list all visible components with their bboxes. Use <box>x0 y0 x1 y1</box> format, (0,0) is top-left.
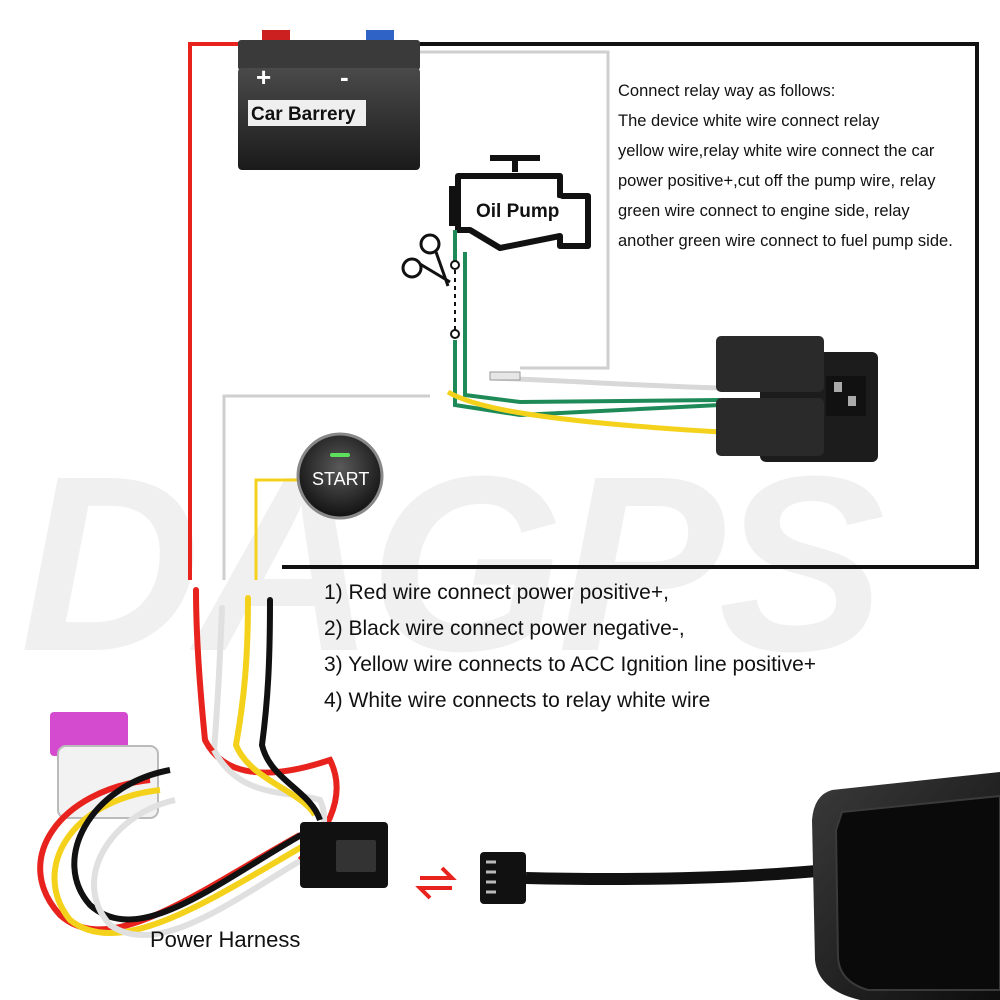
relay-white-wire-tip <box>489 371 521 381</box>
relay-note-line: Connect relay way as follows: <box>618 82 836 100</box>
wire-instruction-item: 4) White wire connects to relay white wi… <box>324 689 711 712</box>
relay-socket <box>716 336 878 462</box>
red-power-line <box>188 42 260 580</box>
relay-yellow-wire <box>446 389 721 435</box>
plug-pins <box>486 860 496 894</box>
yellow-acc-line <box>254 478 300 580</box>
battery-plus: + <box>256 62 271 92</box>
start-label: START <box>312 469 369 489</box>
pump-badge <box>466 198 564 224</box>
green-engine-side-wire <box>463 252 721 405</box>
car-battery: + - Car Barrery <box>238 30 420 170</box>
battery-label: Car Barrery <box>251 104 356 125</box>
scissors-icon <box>401 233 451 287</box>
wire-instruction-item: 3) Yellow wire connects to ACC Ignition … <box>324 653 817 676</box>
power-harness-label: Power Harness <box>150 927 301 952</box>
relay-note-line: power positive+,cut off the pump wire, r… <box>618 172 936 190</box>
gps-device <box>812 772 1000 1000</box>
harness-connector-tip <box>336 840 376 872</box>
green-pump-side-wire <box>453 340 721 418</box>
negative-frame-line <box>282 42 979 569</box>
relay-instructions: Connect relay way as follows: The device… <box>618 76 990 256</box>
wire-instructions: 1) Red wire connect power positive+, 2) … <box>324 575 816 719</box>
relay-white-line <box>418 50 610 370</box>
harness-wire-tails <box>193 587 273 753</box>
double-arrow-icon <box>415 866 457 900</box>
cut-point-top <box>450 260 460 270</box>
device-cable <box>525 864 829 886</box>
cut-point-bottom <box>450 329 460 339</box>
relay-note-line: another green wire connect to fuel pump … <box>618 232 953 250</box>
harness-loops <box>37 738 340 938</box>
start-button: START <box>296 432 384 520</box>
wire-instruction-item: 1) Red wire connect power positive+, <box>324 581 669 604</box>
battery-minus: - <box>340 62 349 92</box>
white-wire-line <box>222 394 430 580</box>
relay-note-line: green wire connect to engine side, relay <box>618 202 910 220</box>
relay-note-line: yellow wire,relay white wire connect the… <box>618 142 935 160</box>
pump-label: Oil Pump <box>476 201 559 222</box>
relay-note-line: The device white wire connect relay <box>618 112 880 130</box>
device-plug <box>480 852 526 904</box>
wire-instruction-item: 2) Black wire connect power negative-, <box>324 617 685 640</box>
watermark-text: DAGPS <box>20 424 883 703</box>
relay-white-wire <box>489 375 721 391</box>
